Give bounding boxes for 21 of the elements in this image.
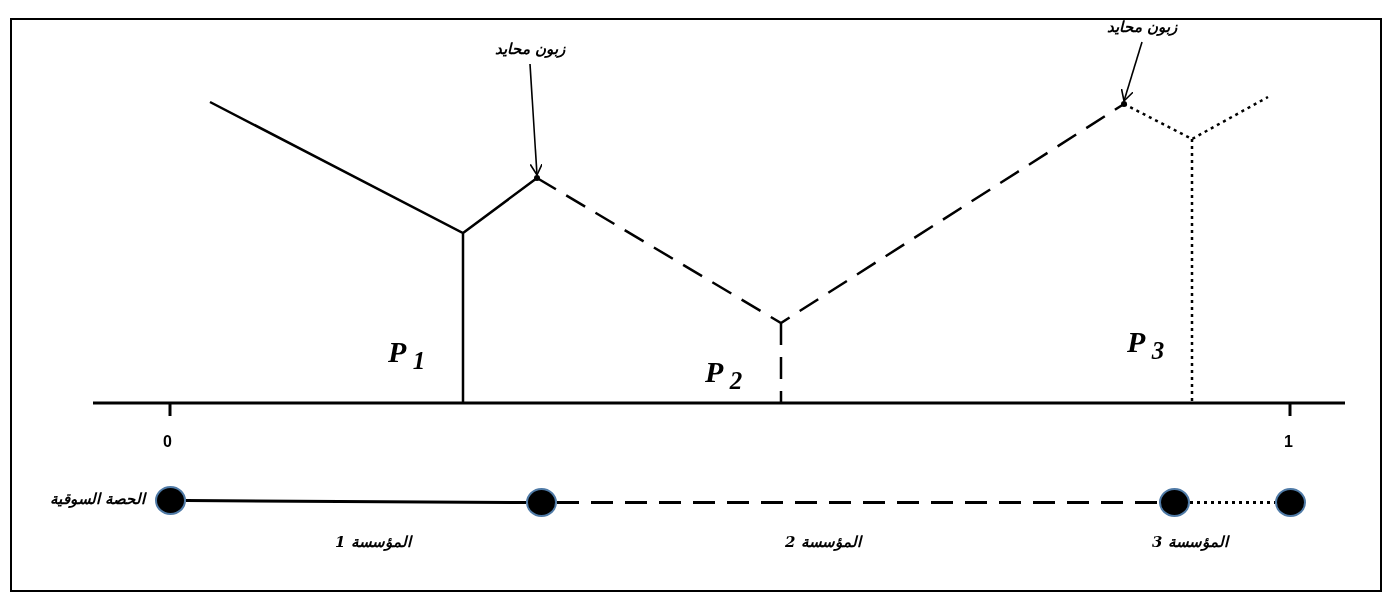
- leader-line: [1120, 41, 1143, 102]
- callout-text: زبون محايد: [1105, 18, 1179, 36]
- connector-line: [557, 501, 1159, 504]
- axis-value: 0: [163, 433, 172, 451]
- axis-value: 1: [1284, 433, 1293, 451]
- connector-line: [186, 499, 526, 504]
- price-label: P $_{1}$: [388, 335, 426, 375]
- axis-caption: الحصة السوقية: [49, 490, 145, 508]
- market-point-circle: [1159, 488, 1190, 517]
- curve-junction: [1121, 101, 1127, 107]
- market-point-circle: [1275, 488, 1306, 517]
- segment-label: المؤسسة 2: [785, 533, 861, 551]
- callout-text: زبون محايد: [493, 40, 567, 58]
- leader-line: [529, 63, 544, 176]
- segment-label: المؤسسة 1: [335, 533, 411, 551]
- market-point-circle: [526, 488, 557, 517]
- curve-junction: [534, 175, 540, 181]
- price-label: P $_{3}$: [1127, 325, 1165, 365]
- segment-label: المؤسسة 3: [1152, 533, 1228, 551]
- price-label: P $_{2}$: [705, 355, 743, 395]
- market-point-circle: [155, 486, 186, 515]
